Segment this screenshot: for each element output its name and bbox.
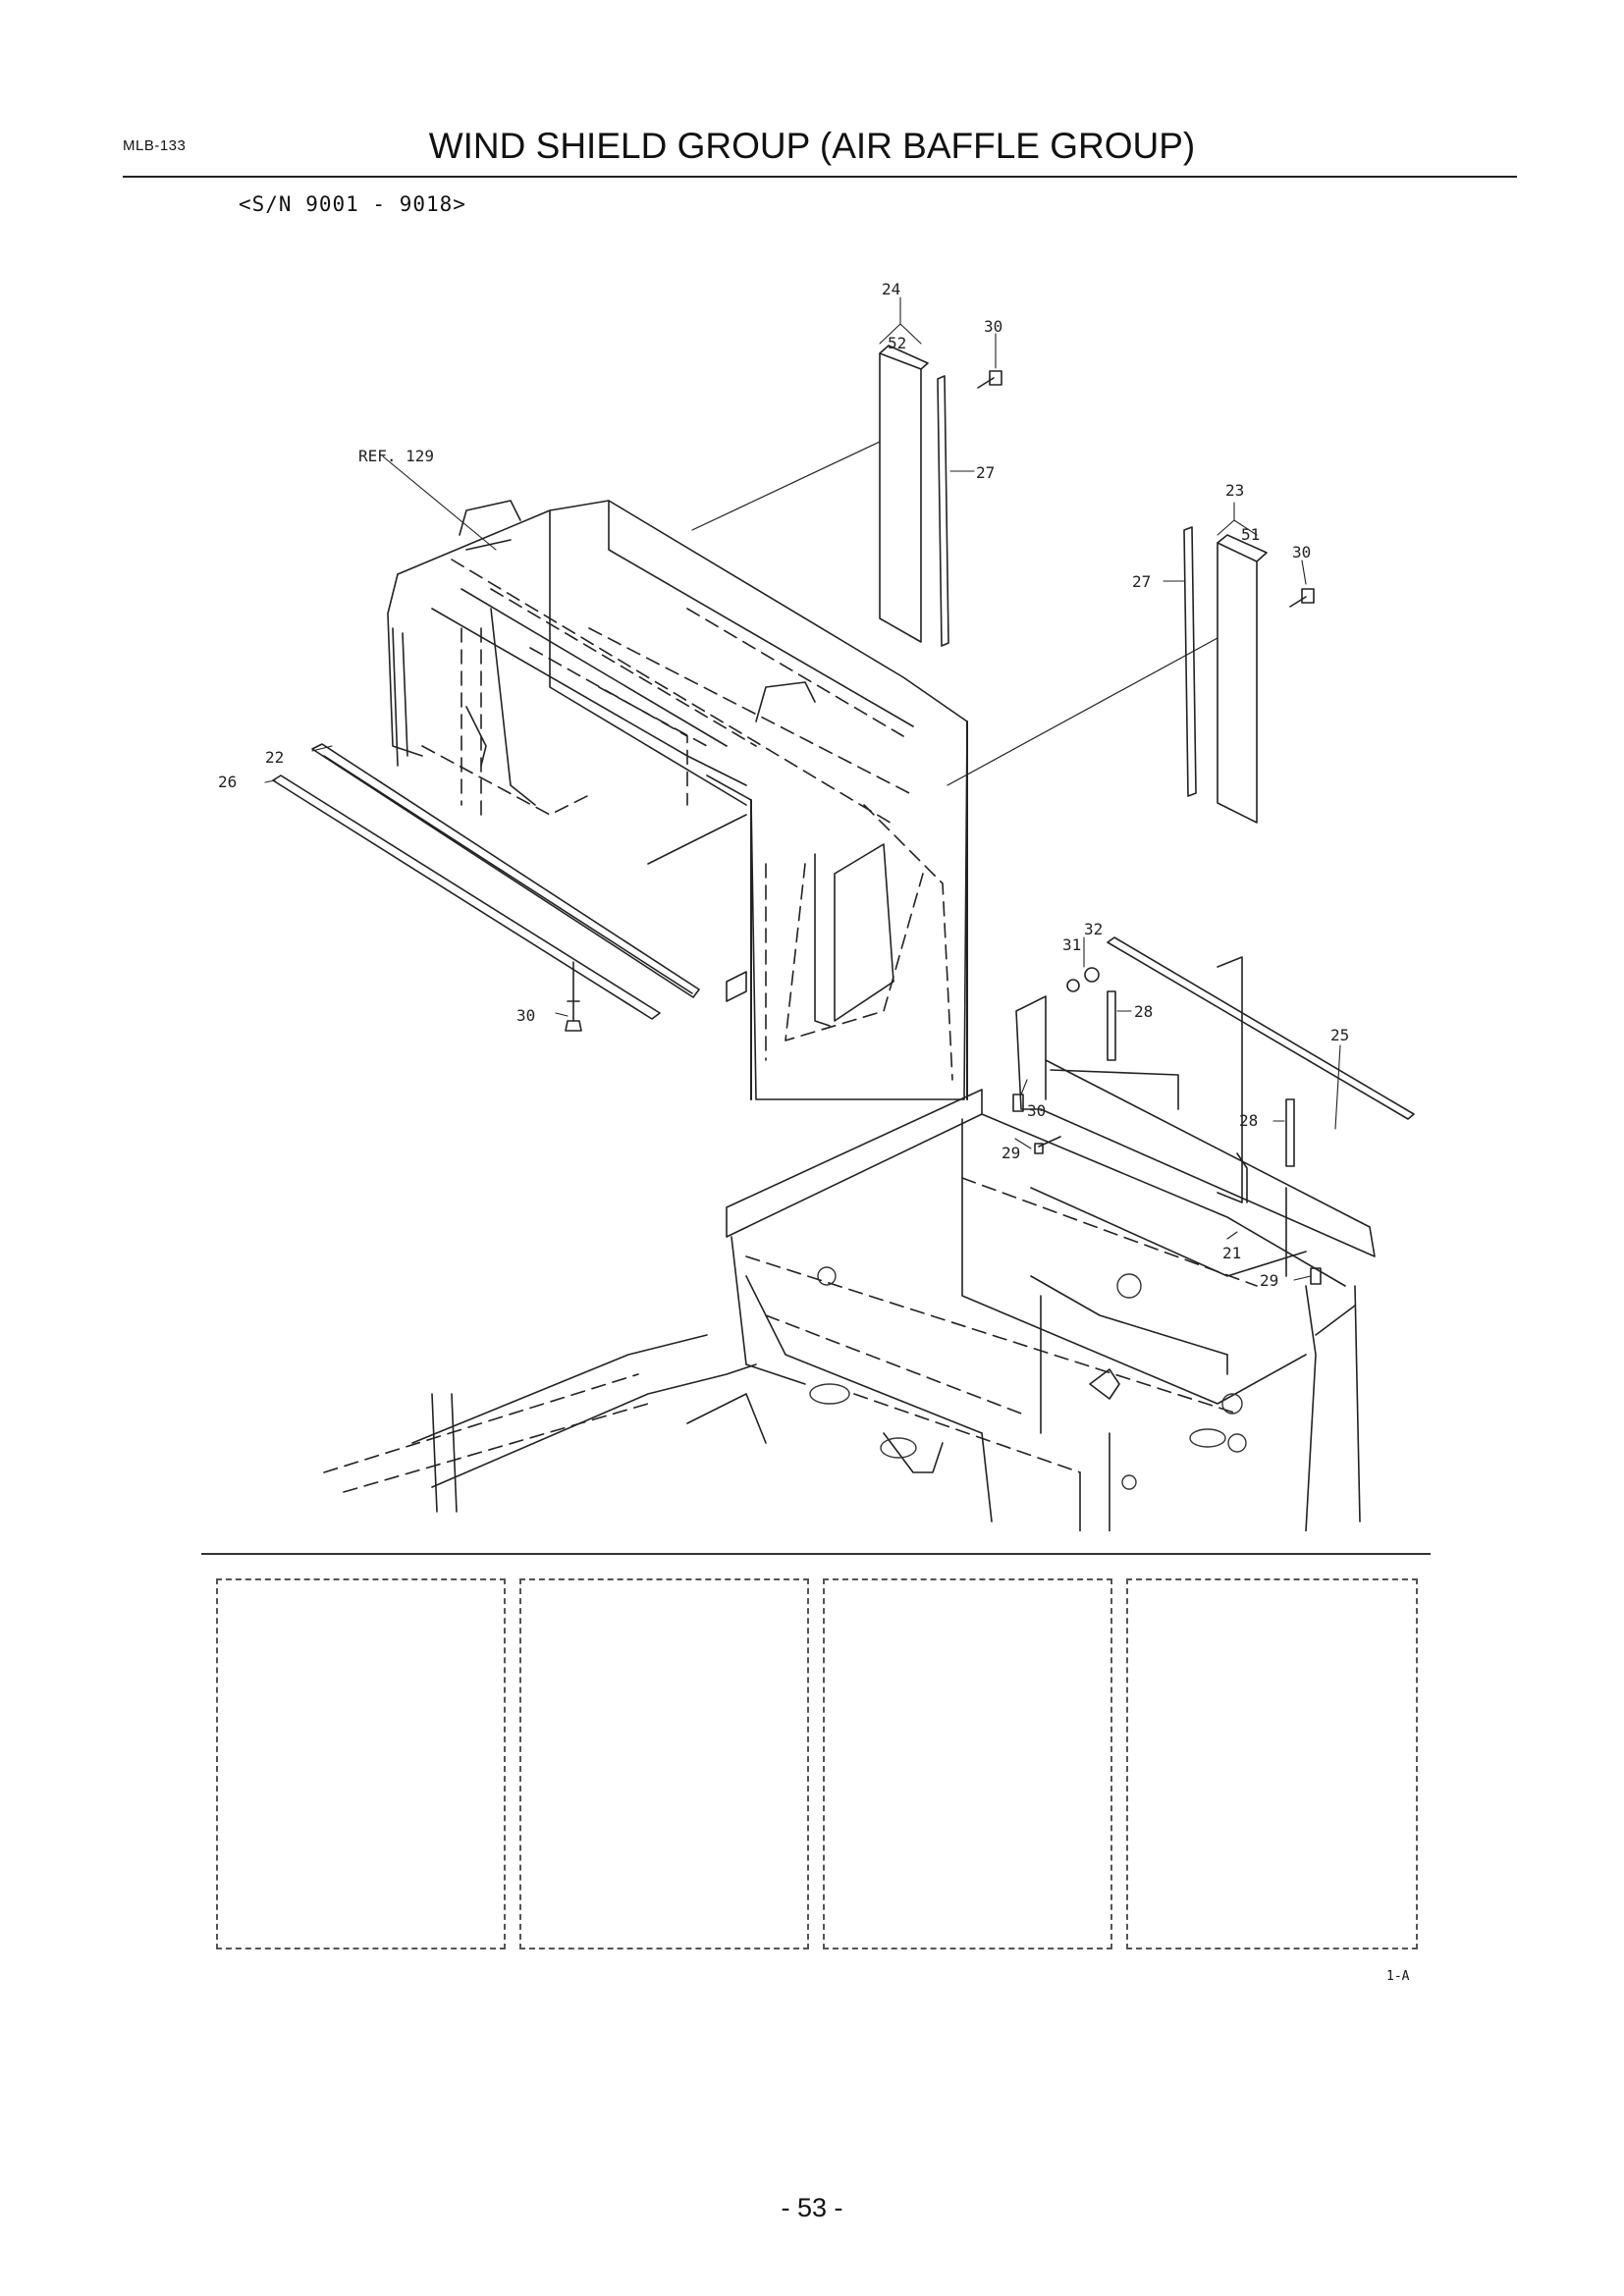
callout-30-left: 30: [516, 1006, 535, 1025]
callout-25: 25: [1330, 1026, 1349, 1044]
baffle-plate-24: [879, 345, 929, 643]
washer-31: [1066, 979, 1080, 992]
bolt-30-right: [1289, 588, 1315, 608]
document-code: MLB-133: [123, 137, 187, 154]
stud-28-right: [1285, 1098, 1295, 1167]
callout-29-left: 29: [1001, 1144, 1020, 1162]
sheet-reference: 1-A: [1386, 1969, 1410, 1984]
callout-32: 32: [1084, 920, 1103, 938]
ref-label: REF. 129: [358, 447, 434, 465]
section-divider: [201, 1553, 1431, 1555]
spacer-29-right: [1310, 1267, 1322, 1285]
bolt-30-lower-left: [565, 961, 582, 1032]
callout-27-right: 27: [1132, 572, 1151, 591]
bolt-30-right-lower: [1034, 1136, 1061, 1154]
blank-panel-4: [1126, 1578, 1418, 1949]
callout-23: 23: [1225, 481, 1244, 500]
nut-32: [1084, 967, 1100, 983]
blank-panel-2: [519, 1578, 809, 1949]
spacer-29-left: [1012, 1094, 1024, 1112]
page-number: - 53 -: [781, 2193, 843, 2222]
exploded-parts-diagram: REF. 129 24 52 30 27 23 51 30 27 22 26 3…: [218, 280, 1415, 1531]
bolt-30-top: [977, 370, 1002, 389]
leader-plate-23: [947, 637, 1218, 786]
serial-range: <S/N 9001 - 9018>: [239, 192, 466, 216]
callout-30-lower: 30: [1027, 1101, 1046, 1120]
callout-30-right: 30: [1292, 543, 1311, 561]
baffle-frame-21: [1015, 956, 1376, 1277]
baffle-plate-23: [1217, 534, 1268, 824]
callout-21: 21: [1222, 1244, 1241, 1262]
seal-strip-26: [272, 774, 661, 1020]
callout-30-top: 30: [984, 317, 1002, 336]
callout-51: 51: [1241, 525, 1260, 544]
callout-27-upper: 27: [976, 463, 995, 482]
upper-frame-outline: [387, 500, 968, 1100]
seal-27-upper: [937, 375, 949, 647]
callout-22: 22: [265, 748, 284, 767]
callout-28-left: 28: [1134, 1002, 1153, 1021]
stud-28-left: [1107, 990, 1116, 1061]
baffle-strip-22: [311, 743, 700, 998]
seal-27-right: [1183, 526, 1197, 797]
leader-plate-24: [691, 441, 881, 531]
callout-28-right: 28: [1239, 1111, 1258, 1130]
callout-24: 24: [882, 280, 900, 298]
upper-frame-hidden-lines: [421, 559, 953, 1081]
seal-strip-25: [1107, 936, 1415, 1120]
lower-base-frame: [411, 1089, 1361, 1531]
base-bolt-holes: [809, 1266, 1247, 1490]
callout-52: 52: [888, 334, 906, 352]
callout-26: 26: [218, 773, 237, 791]
header-rule: [123, 176, 1517, 178]
page-title: WIND SHIELD GROUP (AIR BAFFLE GROUP): [428, 126, 1196, 166]
callout-31: 31: [1062, 935, 1081, 954]
blank-panel-1: [216, 1578, 506, 1949]
callout-leaders: [264, 296, 1341, 1281]
blank-panel-3: [823, 1578, 1112, 1949]
callout-29-right: 29: [1260, 1271, 1278, 1290]
lower-base-hidden-lines: [323, 1177, 1258, 1493]
